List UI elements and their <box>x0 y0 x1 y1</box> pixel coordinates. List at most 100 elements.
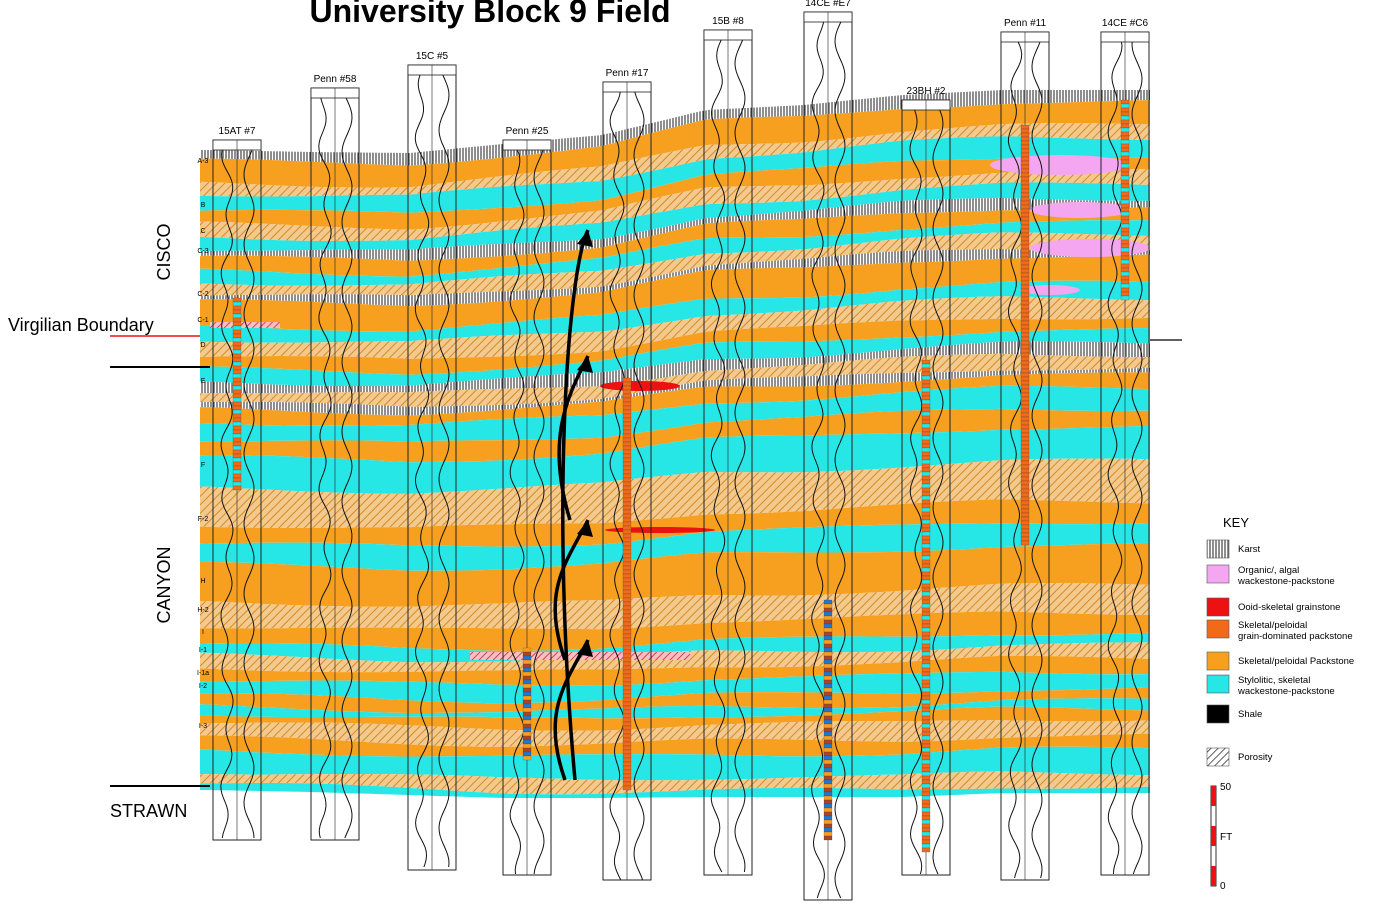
core-segment <box>921 759 931 765</box>
core-segment <box>522 707 532 713</box>
core-segment <box>232 325 242 331</box>
core-segment <box>622 709 632 715</box>
core-segment <box>921 843 931 849</box>
core-segment <box>622 465 632 471</box>
core-segment <box>232 317 242 323</box>
core-segment <box>1020 452 1030 458</box>
core-segment <box>1020 424 1030 430</box>
core-segment <box>823 647 833 653</box>
core-segment <box>522 727 532 733</box>
core-segment <box>1020 236 1030 242</box>
core-segment <box>921 779 931 785</box>
core-segment <box>921 543 931 549</box>
core-segment <box>1020 408 1030 414</box>
core-segment <box>921 711 931 717</box>
core-segment <box>823 711 833 717</box>
core-segment <box>921 535 931 541</box>
log-curve <box>414 74 430 868</box>
core-segment <box>921 667 931 673</box>
legend-swatch <box>1206 597 1230 617</box>
core-segment <box>921 739 931 745</box>
core-segment <box>823 795 833 801</box>
core-segment <box>1020 224 1030 230</box>
core-segment <box>921 719 931 725</box>
core-segment <box>622 469 632 475</box>
core-segment <box>921 447 931 453</box>
well-columns <box>212 11 1150 901</box>
core-segment <box>823 727 833 733</box>
core-segment <box>522 675 532 681</box>
core-segment <box>232 321 242 327</box>
core-segment <box>232 365 242 371</box>
core-segment <box>823 627 833 633</box>
core-segment <box>1020 240 1030 246</box>
core-segment <box>232 485 242 491</box>
core-segment <box>921 771 931 777</box>
core-segment <box>921 519 931 525</box>
core-segment <box>1020 356 1030 362</box>
core-segment <box>522 747 532 753</box>
core-segment <box>921 655 931 661</box>
core-segment <box>921 611 931 617</box>
legend-swatch <box>1206 539 1230 559</box>
core-segment <box>1020 152 1030 158</box>
core-segment <box>1020 432 1030 438</box>
core-segment <box>921 591 931 597</box>
log-curve <box>734 39 746 873</box>
core-segment <box>921 395 931 401</box>
core-segment <box>1020 344 1030 350</box>
core-segment <box>1020 176 1030 182</box>
core-segment <box>1120 263 1130 269</box>
core-segment <box>622 505 632 511</box>
core-segment <box>622 765 632 771</box>
core-segment <box>921 511 931 517</box>
core-segment <box>1120 239 1130 245</box>
core-segment <box>622 705 632 711</box>
core-segment <box>921 687 931 693</box>
core-segment <box>823 827 833 833</box>
core-segment <box>921 787 931 793</box>
core-segment <box>921 671 931 677</box>
core-segment <box>1120 279 1130 285</box>
stratum-band <box>200 583 1150 630</box>
core-segment <box>1120 215 1130 221</box>
strata-layers <box>200 90 1150 798</box>
core-segment <box>1020 496 1030 502</box>
core-segment <box>622 441 632 447</box>
core-segment <box>232 313 242 319</box>
log-curve <box>533 149 545 875</box>
core-segment <box>1020 288 1030 294</box>
core-segment <box>1020 284 1030 290</box>
well-label: 23BH #2 <box>907 86 946 97</box>
core-segment <box>522 695 532 701</box>
core-segment <box>921 659 931 665</box>
core-segment <box>522 731 532 737</box>
core-segment <box>921 815 931 821</box>
core-segment <box>622 597 632 603</box>
core-segment <box>1020 460 1030 466</box>
core-segment <box>1120 115 1130 121</box>
well-label: Penn #11 <box>1004 18 1047 29</box>
core-segment <box>232 377 242 383</box>
core-segment <box>622 601 632 607</box>
core-segment <box>1020 536 1030 542</box>
core-segment <box>921 599 931 605</box>
stratum-band <box>200 254 1150 332</box>
core-segment <box>1120 147 1130 153</box>
core-segment <box>622 585 632 591</box>
log-curve <box>633 91 645 881</box>
stratum-band <box>200 317 1150 375</box>
core-segment <box>1020 360 1030 366</box>
core-segment <box>1120 247 1130 253</box>
core-segment <box>921 731 931 737</box>
core-segment <box>622 493 632 499</box>
core-segment <box>823 603 833 609</box>
core-segment <box>1120 99 1130 105</box>
core-segment <box>921 467 931 473</box>
core-segment <box>622 485 632 491</box>
legend-swatch <box>1206 564 1230 584</box>
core-segment <box>622 501 632 507</box>
core-segment <box>1120 243 1130 249</box>
core-segment <box>1020 480 1030 486</box>
